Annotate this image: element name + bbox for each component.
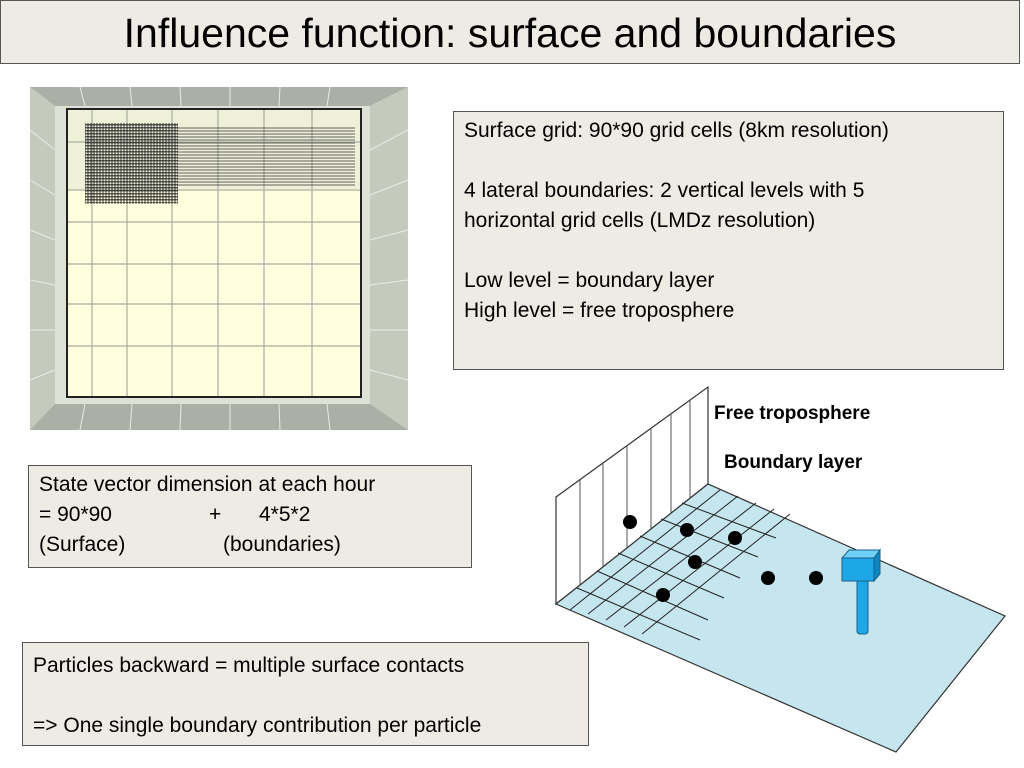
state-vector-legend: (Surface) (boundaries): [39, 530, 461, 560]
boundary-contribution-text: => One single boundary contribution per …: [33, 714, 482, 737]
particle-dot: [656, 588, 670, 602]
surface-count: = 90*90: [39, 503, 112, 526]
low-level-text: Low level = boundary layer: [464, 269, 715, 292]
surface-caption: (Surface): [39, 533, 126, 556]
particle-dot: [623, 515, 637, 529]
particles-textbox: Particles backward = multiple surface co…: [22, 642, 589, 746]
surface-grid-picture: [29, 86, 409, 431]
grid-bevel-top: [30, 87, 408, 106]
fine-grid-block: [85, 123, 178, 204]
particles-text: Particles backward = multiple surface co…: [33, 654, 465, 677]
surface-grid-text: Surface grid: 90*90 grid cells (8km reso…: [464, 119, 889, 142]
free-troposphere-label: Free troposphere: [714, 403, 871, 424]
boundary-count: 4*5*2: [259, 503, 311, 526]
plus-sign: +: [209, 503, 222, 526]
state-vector-formula: = 90*90 + 4*5*2: [39, 500, 461, 530]
title-box: Influence function: surface and boundari…: [0, 0, 1020, 64]
domain-3d-diagram: [554, 385, 1006, 753]
grid-bevel-right: [370, 87, 408, 430]
ground-grid-lines: [569, 489, 791, 641]
state-vector-title: State vector dimension at each hour: [39, 473, 376, 496]
particle-dot: [688, 555, 702, 569]
boundaries-text-1: 4 lateral boundaries: 2 vertical levels …: [464, 179, 865, 202]
state-vector-textbox: State vector dimension at each hour = 90…: [28, 465, 472, 568]
particles: [623, 515, 823, 602]
high-level-text: High level = free troposphere: [464, 299, 735, 322]
page-title: Influence function: surface and boundari…: [123, 10, 897, 56]
surface-grid-textbox: Surface grid: 90*90 grid cells (8km reso…: [453, 111, 1004, 370]
particle-dot: [728, 531, 742, 545]
particle-dot: [680, 523, 694, 537]
particle-dot: [761, 571, 775, 585]
boundary-layer-label: Boundary layer: [724, 452, 863, 473]
tower-pole: [856, 575, 869, 635]
boundaries-caption: (boundaries): [223, 533, 341, 556]
wall-grid-lines: [579, 400, 691, 585]
particle-dot: [809, 571, 823, 585]
grid-bevel-bottom: [30, 404, 408, 430]
grid-bevel-lines: [29, 86, 409, 431]
coarse-grid-lines: [67, 109, 361, 397]
tower-box: [841, 557, 875, 582]
grid-inner-border: [66, 108, 362, 398]
grid-bevel-left: [30, 87, 55, 430]
receptor-tower: [840, 548, 881, 635]
boundaries-text-2: horizontal grid cells (LMDz resolution): [464, 209, 816, 232]
